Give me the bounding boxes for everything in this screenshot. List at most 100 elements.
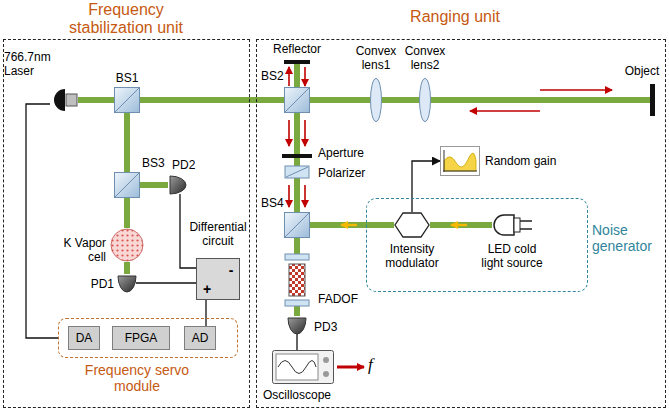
text-label: K Vapor cell xyxy=(44,236,106,264)
vapor-cell-shape xyxy=(110,228,144,262)
text-label: Aperture xyxy=(318,146,378,160)
beam-arrow xyxy=(304,120,306,146)
beam-arrow xyxy=(288,120,290,146)
beam-splitter: BS4 xyxy=(284,212,310,238)
signal-wire xyxy=(296,334,297,350)
convex-lens: Convex lens2 xyxy=(419,78,431,122)
reflector: Reflector xyxy=(284,60,310,64)
text-label: Frequency stabilization unit xyxy=(51,1,201,37)
text-label: Convex lens1 xyxy=(350,44,402,72)
laser-beam xyxy=(124,113,130,172)
photodetector: PD3 xyxy=(288,316,306,334)
beam-splitter-shape xyxy=(114,172,140,198)
photodetector: PD2 xyxy=(168,176,186,194)
random-gain-shape xyxy=(440,146,480,176)
signal-wire xyxy=(136,282,196,283)
text-label: Differential circuit xyxy=(186,220,250,248)
photodetector-shape xyxy=(118,274,136,292)
polarizer-axis xyxy=(286,167,308,177)
beam-arrow xyxy=(304,185,306,207)
differential-circuit-shape xyxy=(196,258,240,300)
aperture-symbol xyxy=(282,154,312,158)
text-label: AD xyxy=(192,331,209,345)
laser-beam xyxy=(294,306,300,316)
text-label: Random gain xyxy=(485,154,565,168)
text-label: FADOF xyxy=(318,292,368,306)
text-label: PD2 xyxy=(172,158,202,172)
text-label: Convex lens2 xyxy=(399,44,451,72)
text-label: + xyxy=(201,282,213,296)
text-label: Frequency servo module xyxy=(72,362,202,394)
photodetector: PD1 xyxy=(118,274,136,292)
led-source: LED cold light source xyxy=(492,212,532,238)
beam-arrow xyxy=(304,67,306,86)
laser-beam xyxy=(294,238,300,254)
text-label: DA xyxy=(76,331,93,345)
servo-module: Frequency servo moduleDAFPGAAD xyxy=(58,318,238,358)
laser-beam xyxy=(382,97,419,103)
text-label: LED cold light source xyxy=(477,242,547,270)
beam-arrow xyxy=(288,67,290,86)
convex-lens-shape xyxy=(370,78,382,122)
convex-lens: Convex lens1 xyxy=(370,78,382,122)
noise-light-arrow xyxy=(451,224,467,227)
laser-beam xyxy=(294,113,300,212)
unit-region: Frequency stabilization unit766.7nm Lase… xyxy=(3,39,250,408)
process-box: DA xyxy=(68,326,100,350)
text-label: - xyxy=(226,263,236,277)
beam-splitter-shape xyxy=(284,212,310,238)
laser-beam xyxy=(310,97,370,103)
text-label: Ranging unit xyxy=(380,8,530,26)
vapor-cell: K Vapor cell xyxy=(110,228,144,262)
fadof-filter: FADOF xyxy=(283,254,311,306)
laser-beam xyxy=(78,97,114,103)
beam-splitter: BS1 xyxy=(114,87,140,113)
text-label: Reflector xyxy=(262,42,332,56)
text-label: FPGA xyxy=(125,331,158,345)
laser-beam xyxy=(431,97,650,103)
text-label: BS1 xyxy=(110,71,144,85)
text-label: Intensity modulator xyxy=(377,242,447,270)
noise-generator: Noise generatorIntensity modulatorLED co… xyxy=(366,198,588,292)
fadof-filter-shape xyxy=(283,254,311,306)
intensity-modulator: Intensity modulator xyxy=(394,212,430,238)
text-label: Object xyxy=(620,64,664,78)
text-label: Polarizer xyxy=(318,166,378,180)
beam-arrow xyxy=(288,185,290,207)
beam-splitter: BS3 xyxy=(114,172,140,198)
text-label: BS3 xyxy=(142,156,170,170)
beam-splitter: BS2 xyxy=(284,87,310,113)
signal-wire xyxy=(26,104,58,338)
laser-beam xyxy=(124,198,130,228)
convex-lens-shape xyxy=(419,78,431,122)
oscilloscope: Oscilloscope xyxy=(272,350,334,384)
text-label: f xyxy=(368,356,382,374)
polarizer-symbol xyxy=(285,166,309,178)
beam-arrow xyxy=(540,89,612,91)
beam-splitter-shape xyxy=(114,87,140,113)
differential-circuit: Differential circuit-+ xyxy=(196,258,240,300)
process-box: FPGA xyxy=(112,326,170,350)
signal-wire xyxy=(205,300,206,326)
text-label: 766.7nm Laser xyxy=(4,50,60,78)
output-arrow xyxy=(337,366,364,369)
laser-source-shape xyxy=(50,89,78,111)
text-label: BS4 xyxy=(261,196,287,210)
target-object: Object xyxy=(650,84,655,116)
random-gain: Random gain xyxy=(440,146,480,176)
text-label: Noise generator xyxy=(592,222,658,254)
oscilloscope-shape xyxy=(272,350,334,384)
laser-beam xyxy=(294,64,300,87)
signal-wire xyxy=(412,161,440,212)
noise-light-arrow xyxy=(341,224,357,227)
photodetector-shape xyxy=(288,316,306,334)
unit-region: Ranging unitBS2ReflectorConvex lens1Conv… xyxy=(256,39,666,408)
text-label: PD3 xyxy=(314,320,344,334)
text-label: Oscilloscope xyxy=(252,388,342,402)
laser-beam xyxy=(430,222,492,228)
target-object-shape xyxy=(650,84,655,116)
beam-arrow xyxy=(470,110,540,112)
photodetector-shape xyxy=(168,176,186,194)
